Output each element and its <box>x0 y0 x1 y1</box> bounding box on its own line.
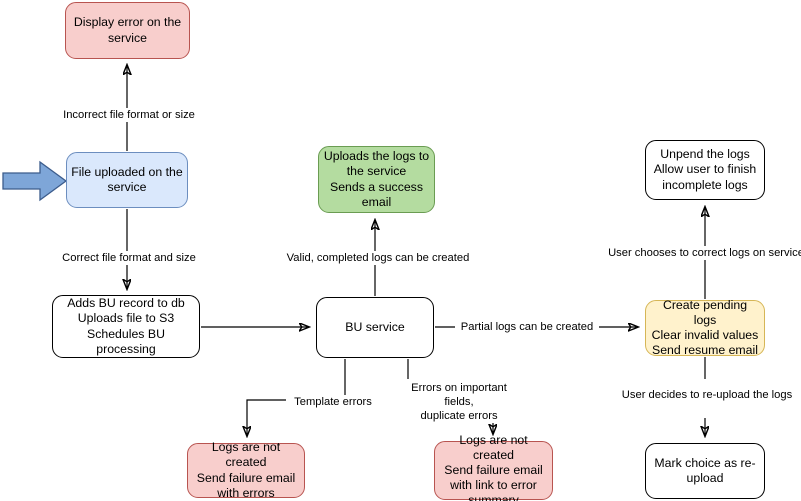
node-logs-not-created-summary[interactable]: Logs are not created Send failure email … <box>434 433 553 501</box>
node-display-error[interactable]: Display error on the service <box>65 2 190 59</box>
node-logs-not-created-errors[interactable]: Logs are not created Send failure email … <box>187 440 305 500</box>
edge-label-valid-logs: Valid, completed logs can be created <box>281 251 475 265</box>
edge-label-incorrect-format: Incorrect file format or size <box>58 108 200 122</box>
node-create-pending-logs[interactable]: Create pending logs Clear invalid values… <box>645 298 765 357</box>
node-mark-choice[interactable]: Mark choice as re- upload <box>645 443 765 499</box>
node-uploads-logs[interactable]: Uploads the logs to the service Sends a … <box>318 146 435 213</box>
block-arrow-right-icon <box>2 160 68 202</box>
edge-label-template-errors: Template errors <box>286 395 380 409</box>
node-unpend-logs[interactable]: Unpend the logs Allow user to finish inc… <box>645 140 765 200</box>
edge-label-partial-logs: Partial logs can be created <box>455 320 599 334</box>
node-bu-service[interactable]: BU service <box>316 297 434 358</box>
node-file-uploaded[interactable]: File uploaded on the service <box>66 152 188 208</box>
edge-label-user-corrects: User chooses to correct logs on service <box>604 246 801 260</box>
node-adds-bu-record[interactable]: Adds BU record to db Uploads file to S3 … <box>52 295 200 358</box>
edge-label-correct-format: Correct file format and size <box>58 251 200 265</box>
edge-label-user-reuploads: User decides to re-upload the logs <box>612 388 801 402</box>
edge-label-important-field-errors: Errors on important fields, duplicate er… <box>394 381 524 423</box>
